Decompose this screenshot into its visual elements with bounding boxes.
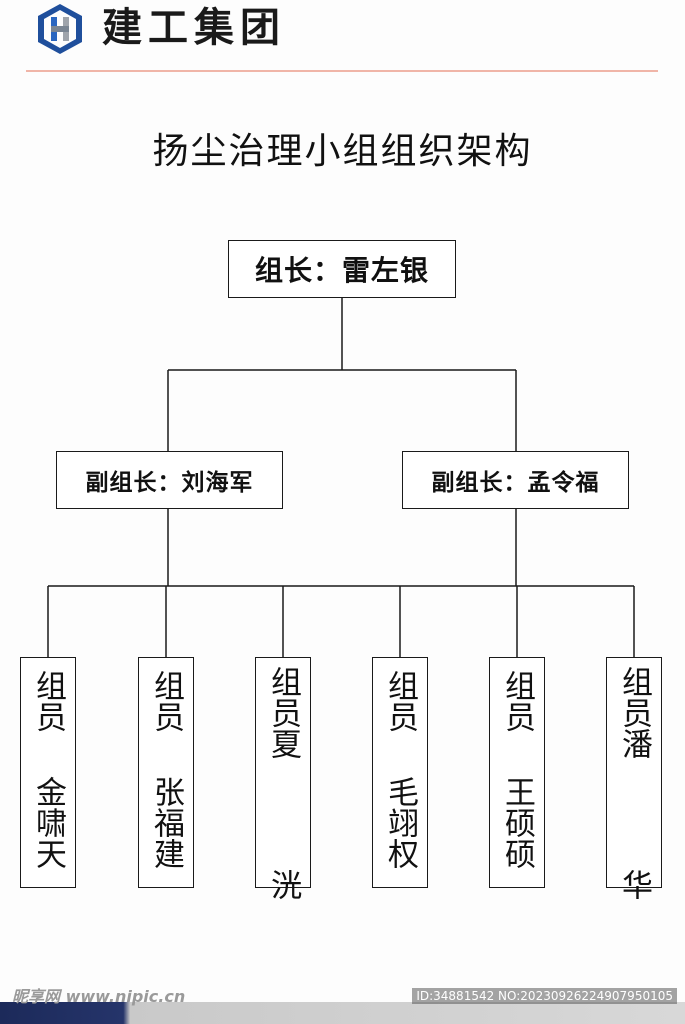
member-name: 夏 洸 [265,728,301,937]
member-name: 王硕硕 [499,776,535,869]
member-name: 金啸天 [30,776,66,869]
member-box: 组员 王硕硕 [489,657,545,888]
member-name: 毛翊权 [382,776,418,869]
member-role: 组员 [499,670,535,732]
header-divider [26,70,658,72]
member-box: 组员 金啸天 [20,657,76,888]
deputy-leader-label: 副组长：刘海军 [85,470,254,496]
company-logo-icon [38,4,82,54]
member-role: 组员 [616,666,652,728]
member-name: 张福建 [148,776,184,869]
footer-bar [0,1002,685,1024]
member-box: 组员 潘 华 [606,657,662,937]
member-box: 组员 毛翊权 [372,657,428,888]
watermark-site: 昵享网 www.nipic.cn [12,987,186,1006]
brand-name: 建工集团 [102,5,286,51]
deputy-leader-label: 副组长：孟令福 [431,470,600,496]
member-name: 潘 华 [616,728,652,937]
deputy-leader-box: 副组长：孟令福 [402,451,629,509]
leader-box: 组长：雷左银 [228,240,456,298]
member-box: 组员 张福建 [138,657,194,888]
member-box: 组员 夏 洸 [255,657,311,937]
member-role: 组员 [30,670,66,732]
page-title: 扬尘治理小组组织架构 [152,131,533,172]
deputy-leader-box: 副组长：刘海军 [56,451,283,509]
member-role: 组员 [265,666,301,728]
member-role: 组员 [382,670,418,732]
leader-label: 组长：雷左银 [254,254,429,287]
member-role: 组员 [148,670,184,732]
watermark-id: ID:34881542 NO:20230926224907950105 [412,988,677,1004]
